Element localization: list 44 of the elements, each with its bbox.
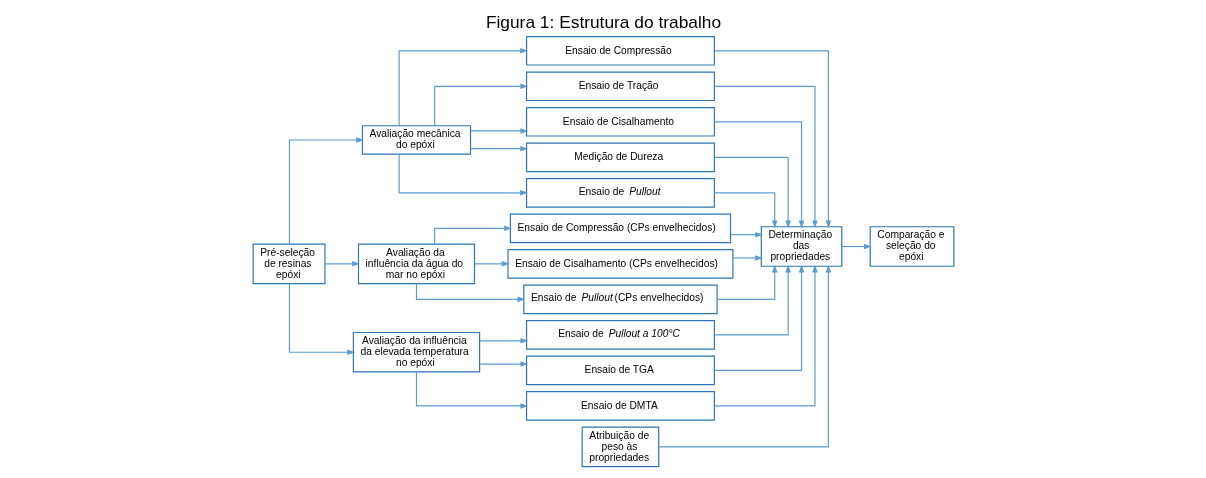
arrow (469, 145, 528, 152)
arrow (415, 371, 528, 409)
arrow (732, 255, 763, 261)
node-box: Medição de Dureza (525, 142, 715, 173)
arrow (713, 264, 804, 371)
arrow (713, 50, 831, 229)
node-box: Comparação e seleção do epóxi (869, 226, 954, 267)
node-box: Avaliação mecânica do epóxi (361, 125, 471, 155)
arrow (433, 83, 528, 127)
arrow (324, 261, 360, 267)
arrow (288, 137, 364, 245)
diagram-title: Figura 1: Estrutura do trabalho (485, 12, 721, 33)
node-box: Ensaio de Pullout (CPs envelhecidos) (522, 284, 718, 315)
arrow (288, 283, 355, 355)
node-box: Ensaio de Cisalhamento (CPs envelhecidos) (506, 249, 733, 279)
node-box: Ensaio de Pullout (525, 178, 715, 208)
arrow (713, 264, 791, 336)
arrow (398, 48, 528, 127)
node-box: Ensaio de DMTA (525, 391, 715, 421)
arrow (469, 128, 528, 134)
node-box: Pré-seleção de resinas epóxi (252, 243, 326, 285)
arrow (473, 261, 510, 267)
node-box: Ensaio de Tração (525, 71, 715, 102)
arrow (713, 85, 818, 229)
node-box: Avaliação da influência da água do mar no epóxi (357, 243, 475, 285)
arrow (713, 264, 818, 407)
arrow (478, 361, 528, 367)
node-box: Atribuição de peso às propriedades (581, 426, 659, 468)
arrow (729, 231, 763, 238)
arrow (713, 121, 804, 229)
arrow (716, 264, 777, 300)
node-box: Ensaio de Compressão (525, 36, 715, 66)
node-box: Determinação das propriedades (760, 226, 842, 267)
arrow (657, 264, 831, 448)
arrow (478, 338, 528, 344)
arrow (398, 153, 528, 196)
node-box: Ensaio de Compressão (CPs envelhecidos) (509, 213, 731, 244)
node-box: Avaliação da influência da elevada temperatura no epóxi (352, 331, 480, 373)
node-box: Ensaio de Pullout a 100°C (525, 320, 715, 350)
node-box: Ensaio de TGA (525, 355, 715, 386)
arrow (713, 192, 777, 229)
node-box: Ensaio de Cisalhamento (525, 107, 715, 137)
arrow (841, 243, 872, 250)
arrow (713, 156, 791, 229)
